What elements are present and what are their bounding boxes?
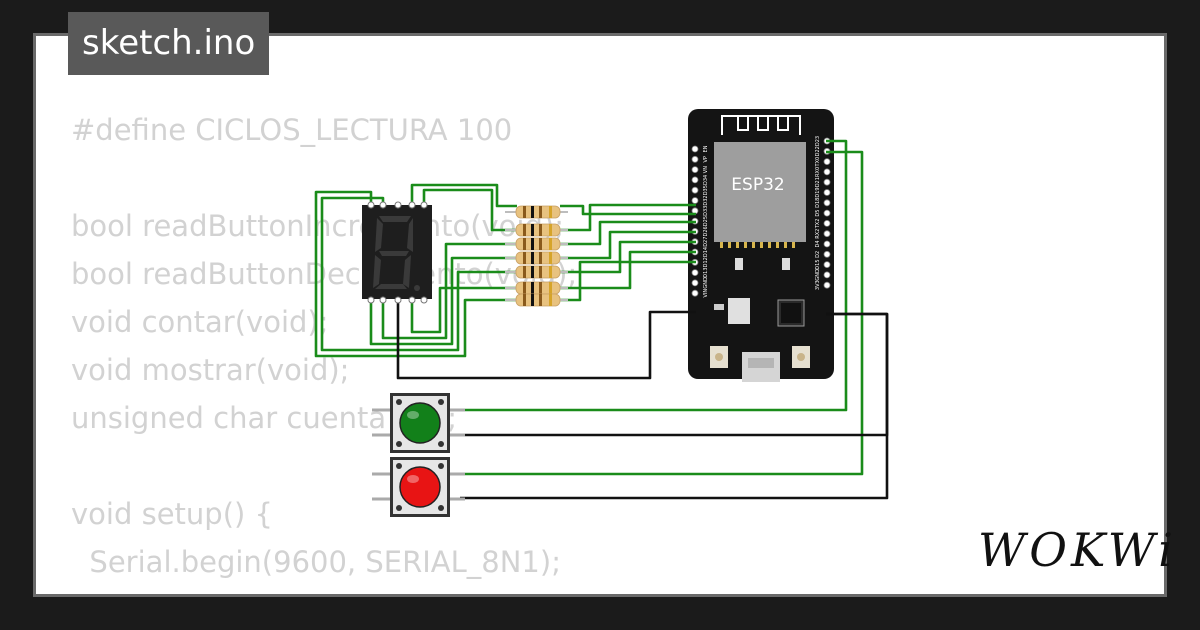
esp32-left-pin-label: VN (703, 166, 709, 173)
esp32-right-pin (823, 189, 831, 196)
resistor (505, 251, 568, 265)
resistor (505, 223, 568, 237)
esp32-left-pin-label: D35 (703, 185, 709, 195)
esp32-right-pin-label: D21 (815, 177, 821, 187)
code-line: bool readButtonDecremento(void); (71, 257, 578, 291)
code-line: #define CICLOS_LECTURA 100 (71, 113, 513, 147)
resistor-array[interactable] (505, 205, 568, 307)
esp32-left-pin (691, 166, 699, 174)
esp32-right-pin (823, 158, 831, 166)
esp32-right-pin-label: D23 (815, 136, 821, 146)
wokwi-logo: WOKWi (978, 523, 1177, 577)
esp32-left-pin-label: VP (703, 156, 709, 162)
esp32-left-pin (691, 186, 699, 194)
esp32-left-pin (691, 155, 699, 163)
pin-pads (691, 137, 831, 297)
esp32-left-pin-label: GND (703, 277, 709, 289)
code-line: pinMode(33, OUTPUT); (71, 586, 577, 594)
esp32-right-pin-label: 3V3 (815, 280, 821, 290)
diagram-canvas: #define CICLOS_LECTURA 100 bool readButto… (33, 33, 1167, 597)
esp32-right-pin-label: D2 (815, 251, 821, 258)
esp32-right-pin (823, 240, 831, 248)
esp32-left-pin (691, 145, 699, 153)
esp32-left-pin-label: D32 (703, 195, 709, 205)
code-line: bool readButtonIncremento(void); (71, 209, 564, 243)
esp32-right-pin-label: D22 (815, 146, 821, 156)
esp32-left-pin-label: EN (703, 145, 709, 152)
esp32-left-pin (691, 279, 699, 287)
resistor (505, 265, 568, 279)
file-name-tab[interactable]: sketch.ino (68, 12, 270, 75)
left-pin-labels: EN VP VN D34D35D32D33D25D26D27D14D12D13GNDV… (703, 145, 709, 297)
push-buttons (372, 393, 465, 517)
esp32-left-pin-label: VIN (703, 289, 709, 298)
esp32-left-pin-label: D27 (703, 237, 709, 247)
esp32-left-pin-label: D26 (703, 226, 709, 236)
esp32-right-pin-label: TX2 (815, 219, 821, 230)
esp32-right-pin-label: TX0 (815, 157, 821, 168)
esp32-left-pin-label: D12 (703, 257, 709, 267)
push-button-red[interactable] (372, 457, 465, 517)
resistor (505, 237, 568, 251)
esp32-left-pin-label: D25 (703, 216, 709, 226)
resistor (505, 281, 568, 295)
resistor (505, 205, 568, 219)
esp32-left-pin-label: D14 (703, 247, 709, 257)
module-pins (720, 242, 795, 248)
esp32-right-pin-label: D5 (815, 210, 821, 217)
esp32-right-pin (823, 168, 831, 176)
esp32-left-pin (691, 197, 699, 204)
esp32-right-pin-label: D15 (815, 259, 821, 269)
esp32-right-pin (823, 250, 831, 258)
code-line: void contar(void); (71, 305, 329, 339)
seven-segment-display[interactable] (362, 201, 432, 304)
esp32-left-pin (691, 289, 699, 297)
esp32-right-pin-label: GND (815, 269, 821, 281)
code-line: void setup() { (71, 497, 273, 531)
esp32-left-pin (691, 176, 699, 184)
esp32-right-pin (823, 219, 831, 227)
esp32-board[interactable]: ESP32 ENVPVND34D35D32D33D25D26D27D14D12D… (688, 109, 834, 382)
button-cap (399, 466, 441, 508)
esp32-right-pin-label: D18 (815, 198, 821, 208)
esp32-left-pin-label: D33 (703, 206, 709, 216)
esp32-left-pin-label: D34 (703, 175, 709, 185)
right-pin-labels: D23D22TX0RX0D21D19D18D5TX2RX2D4D2D15GND3… (815, 136, 821, 290)
wires-black (396, 300, 889, 500)
code-line: void mostrar(void); (71, 353, 350, 387)
push-button-green[interactable] (372, 393, 465, 453)
esp32-right-pin-label: D19 (815, 187, 821, 197)
esp32-left-pin (691, 269, 699, 277)
esp32-right-pin (823, 261, 831, 269)
wires-green (314, 139, 864, 476)
resistor (505, 293, 568, 307)
esp32-right-pin-label: D4 (815, 240, 821, 247)
button-cap (399, 402, 441, 444)
esp32-right-pin (823, 230, 831, 238)
esp32-label: ESP32 (731, 175, 784, 195)
esp32-right-pin-label: RX2 (815, 229, 821, 239)
esp32-right-pin (823, 271, 831, 279)
esp32-left-pin-label: D13 (703, 267, 709, 277)
esp32-right-pin (823, 199, 831, 207)
code-line: Serial.begin(9600, SERIAL_8N1); (71, 545, 561, 579)
esp32-right-pin-label: RX0 (815, 167, 821, 177)
esp32-right-pin (823, 281, 831, 289)
esp32-right-pin (823, 178, 831, 186)
esp32-right-pin (823, 209, 831, 217)
code-background: #define CICLOS_LECTURA 100 bool readButto… (71, 106, 578, 594)
